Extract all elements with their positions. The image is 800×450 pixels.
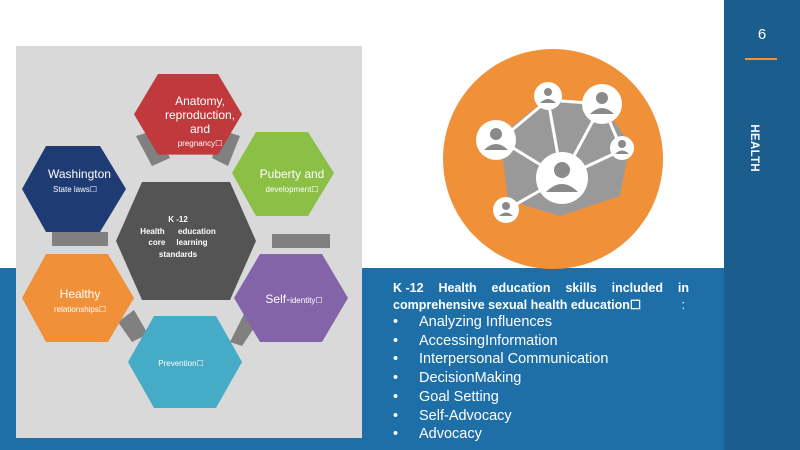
bullet: • bbox=[393, 314, 399, 330]
skills-heading-colon: : bbox=[681, 298, 685, 312]
skills-heading-word: K -12 bbox=[393, 281, 424, 295]
hexagon-anatomy bbox=[134, 74, 242, 155]
skill-item-label: Interpersonal Communication bbox=[419, 351, 609, 368]
skills-heading-word: Health bbox=[438, 281, 477, 295]
skills-heading-word: education bbox=[491, 281, 551, 295]
hexagon-puberty bbox=[232, 132, 334, 216]
hexagon-self-identity-label: Self-identity☐ bbox=[265, 292, 323, 306]
skill-item-label: Self-Advocacy bbox=[419, 407, 512, 424]
hexagon-puberty-label: Puberty and development☐ bbox=[259, 167, 325, 194]
bullet: • bbox=[393, 332, 399, 349]
skill-item-label: Advocacy bbox=[419, 426, 482, 443]
hexagon-washington-label: Washington State laws☐ bbox=[48, 167, 111, 194]
hexagon-prevention-label: Prevention☐ bbox=[158, 359, 204, 368]
skill-item: • Advocacy bbox=[393, 425, 608, 444]
hexagon-healthy bbox=[22, 254, 134, 342]
skill-item-label: Goal Setting bbox=[419, 388, 499, 405]
hexagon-healthy-label: Healthy relationships☐ bbox=[53, 287, 107, 314]
vertical-slide-title: COMPREHENSIVE HIGH SCHOOL SEXUAL GRADE9 … bbox=[747, 72, 787, 422]
skill-item: • Analyzing Influences bbox=[393, 313, 608, 332]
vertical-title-text: COMPREHENSIVE HIGH SCHOOL SEXUAL GRADE9 … bbox=[748, 124, 760, 173]
skill-item: • AccessingInformation bbox=[393, 332, 608, 351]
bullet: • bbox=[393, 370, 399, 387]
skills-heading-line2: comprehensive sexual health education☐ bbox=[393, 298, 642, 312]
bullet: • bbox=[393, 407, 399, 424]
hexagon-prevention bbox=[128, 316, 242, 408]
hexagon-self-identity bbox=[234, 254, 348, 342]
network-of-people-icon bbox=[443, 49, 663, 269]
connector-healthy-prevention bbox=[118, 310, 148, 342]
connector-washington-healthy bbox=[52, 232, 108, 246]
hexagon-center-label: K -12 Health education core learning sta… bbox=[140, 215, 216, 259]
skill-item: • Goal Setting bbox=[393, 388, 608, 407]
bullet: • bbox=[393, 388, 399, 405]
skill-item: • Self-Advocacy bbox=[393, 407, 608, 426]
skill-item: • Interpersonal Communication bbox=[393, 350, 608, 369]
page-number: 6 bbox=[757, 26, 767, 43]
bullet: • bbox=[393, 426, 399, 443]
connector-puberty-self bbox=[272, 234, 330, 248]
hexagon-washington bbox=[22, 146, 126, 232]
orange-divider bbox=[745, 58, 777, 60]
skill-item-label: DecisionMaking bbox=[419, 370, 522, 387]
hexagon-anatomy-label: Anatomy, reproduction, and pregnancy☐ bbox=[164, 94, 236, 149]
skills-heading-word: included bbox=[611, 281, 664, 295]
right-sidebar-bar bbox=[724, 0, 800, 450]
skills-heading-word: skills bbox=[565, 281, 597, 295]
hexagon-diagram bbox=[22, 74, 348, 408]
bullet: • bbox=[393, 351, 399, 368]
hexagon-center bbox=[116, 182, 256, 300]
skill-item-label: AccessingInformation bbox=[419, 332, 558, 349]
skills-heading: K -12 Health education skills included in com… bbox=[393, 280, 689, 314]
skills-heading-line1: K -12 Health education skills included in bbox=[393, 280, 689, 297]
skill-item-label: Analyzing Influences bbox=[419, 314, 552, 330]
connector-anatomy-washington bbox=[136, 130, 170, 166]
skills-heading-word: in bbox=[677, 281, 689, 295]
skill-item: • DecisionMaking bbox=[393, 369, 608, 388]
skills-list: • Analyzing Influences • AccessingInformati… bbox=[393, 313, 608, 444]
